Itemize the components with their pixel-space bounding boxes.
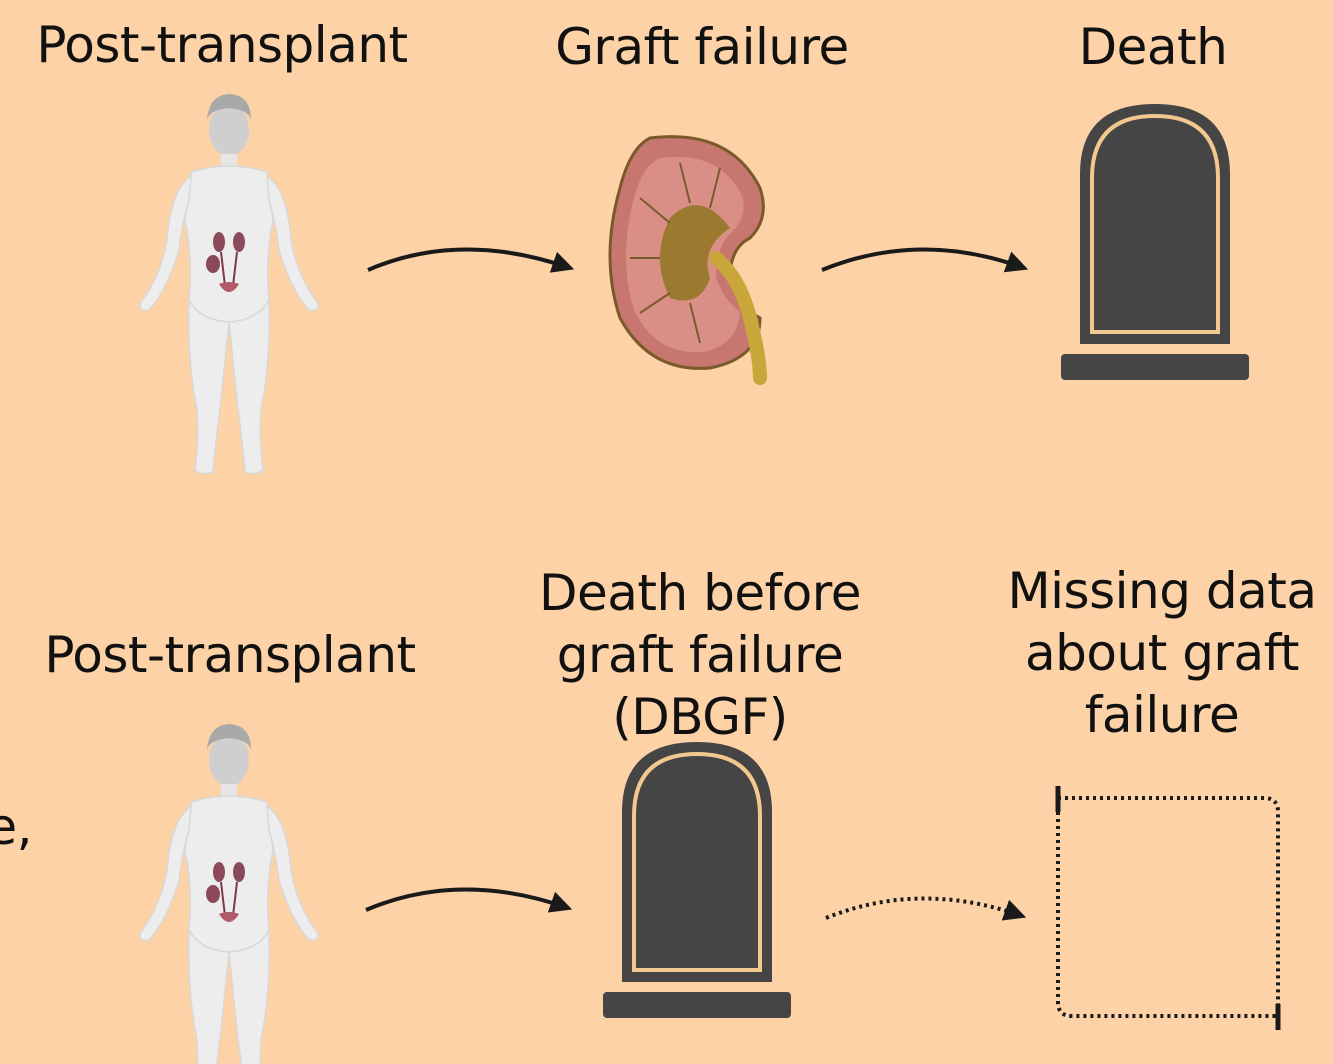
human-figure-icon bbox=[140, 94, 318, 474]
dotted-missing-box-icon bbox=[1058, 786, 1278, 1030]
kidney-icon bbox=[610, 137, 763, 378]
dotted-arrow-icon bbox=[826, 898, 1022, 918]
human-figure-icon bbox=[140, 724, 318, 1064]
tombstone-icon bbox=[1061, 104, 1249, 380]
arrow-icon bbox=[822, 249, 1024, 270]
arrow-icon bbox=[368, 249, 570, 270]
arrow-icon bbox=[366, 889, 568, 910]
tombstone-icon bbox=[603, 742, 791, 1018]
